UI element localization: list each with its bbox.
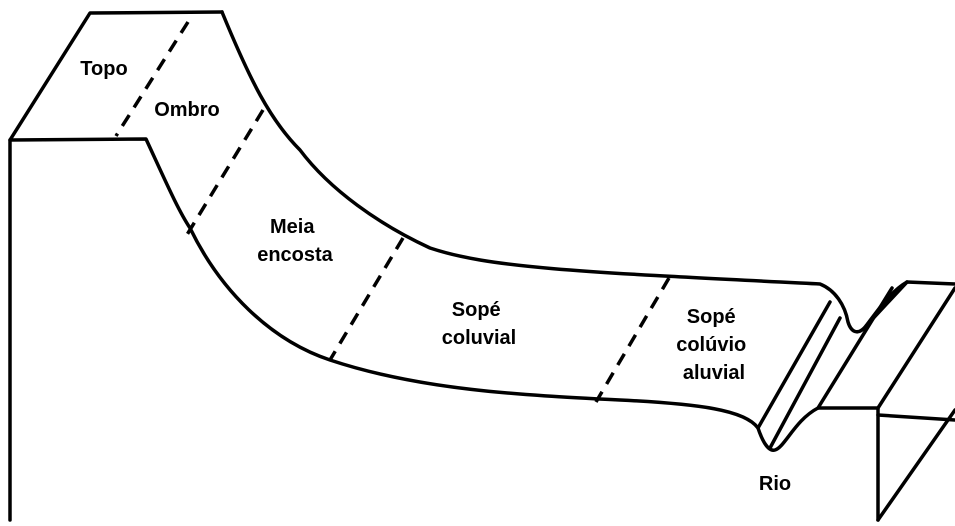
label-meia-encosta-line-1: Meia [270, 216, 315, 238]
bank-ridge-4 [864, 280, 909, 328]
label-rio: Rio [759, 473, 791, 495]
label-sope-coluvio-aluvial: Sopé colúvio aluvial [676, 306, 752, 384]
divider-topo-ombro [114, 21, 190, 137]
label-sope-coluvio-aluvial-line-1: Sopé [687, 306, 736, 328]
label-sope-coluvio-aluvial-line-3: aluvial [683, 362, 745, 384]
label-sope-coluvio-aluvial-line-2: colúvio [676, 334, 746, 356]
left-block-outline [8, 10, 224, 522]
right-bank-edge [876, 286, 955, 410]
divider-sope-coluvial-sope-coluvio-aluvial [594, 277, 671, 403]
upper-slope-edge [220, 10, 955, 334]
bank-ridge-1 [756, 300, 832, 430]
label-sope-coluvial-line-2: coluvial [442, 327, 516, 349]
label-meia-encosta-line-2: encosta [257, 244, 333, 266]
right-bank-front [876, 408, 955, 522]
label-sope-coluvial: Sopé coluvial [442, 299, 516, 349]
label-topo: Topo [80, 58, 127, 80]
bank-ridge-3 [816, 286, 894, 410]
label-ombro: Ombro [154, 99, 220, 121]
divider-meia-encosta-sope-coluvial [328, 237, 405, 361]
label-meia-encosta: Meia encosta [257, 216, 333, 266]
label-sope-coluvial-line-1: Sopé [452, 299, 501, 321]
right-bank-base [876, 413, 955, 422]
lower-slope-edge [8, 137, 880, 522]
divider-ombro-meia-encosta [183, 109, 265, 239]
bank-ridge-2 [768, 316, 842, 450]
